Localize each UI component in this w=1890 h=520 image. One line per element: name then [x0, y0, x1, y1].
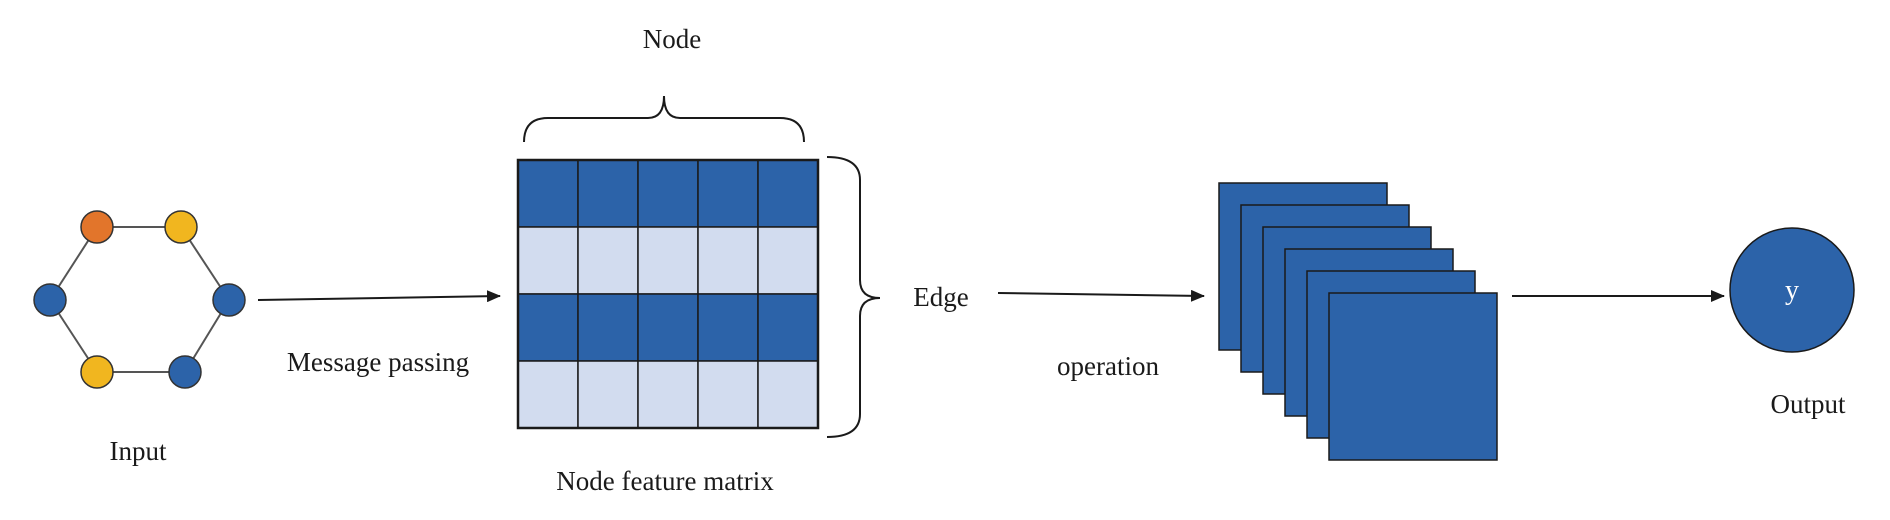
matrix-cell-dark	[637, 293, 699, 362]
matrix-cell-light	[637, 360, 699, 429]
graph-node-blue	[168, 355, 202, 389]
graph-nodes	[33, 210, 246, 389]
output-symbol: y	[1785, 275, 1799, 306]
matrix-cell-dark	[517, 159, 579, 228]
matrix-cell-light	[757, 360, 819, 429]
graph-node-yellow	[80, 355, 114, 389]
output-circle	[1729, 227, 1855, 353]
matrix-cell-dark	[757, 159, 819, 228]
matrix-cell-light	[697, 360, 759, 429]
matrix-cell-dark	[697, 293, 759, 362]
node-brace-group: Node	[523, 24, 805, 143]
node-label: Node	[643, 24, 701, 54]
message-passing-label: Message passing	[287, 347, 469, 377]
matrix-cell-dark	[637, 159, 699, 228]
matrix-cell-dark	[577, 293, 639, 362]
graph-edges	[49, 226, 230, 373]
node-brace	[523, 95, 805, 143]
feature-map-square	[1328, 292, 1498, 461]
operation-arrow: operation	[997, 289, 1205, 381]
graph-node-yellow	[164, 210, 198, 244]
matrix-cell-light	[577, 226, 639, 295]
matrix-cell-light	[517, 360, 579, 429]
edge-brace	[826, 156, 881, 438]
node-feature-matrix-label: Node feature matrix	[556, 466, 774, 496]
input-graph: Input	[33, 210, 246, 466]
matrix-cell-dark	[697, 159, 759, 228]
matrix-cell-dark	[577, 159, 639, 228]
matrix-cell-light	[697, 226, 759, 295]
matrix-cell-dark	[517, 293, 579, 362]
matrix-border	[516, 158, 820, 430]
graph-node-blue	[212, 283, 246, 317]
graph-node-blue	[33, 283, 67, 317]
output-node: y Output	[1729, 227, 1855, 419]
input-label: Input	[110, 436, 167, 466]
edge-brace-group: Edge	[826, 156, 969, 438]
output-label: Output	[1770, 389, 1846, 419]
matrix-cell-light	[757, 226, 819, 295]
matrix-cell-dark	[757, 293, 819, 362]
edge-label: Edge	[913, 282, 968, 312]
operation-label: operation	[1057, 351, 1159, 381]
message-passing-arrow: Message passing	[257, 290, 501, 377]
graph-node-orange	[80, 210, 114, 244]
matrix-cell-light	[517, 226, 579, 295]
matrix-cell-light	[637, 226, 699, 295]
matrix-cell-light	[577, 360, 639, 429]
feature-map-stack	[1218, 182, 1498, 461]
node-feature-matrix	[516, 158, 820, 430]
operation-arrow-line	[997, 289, 1205, 302]
message-passing-arrow-line	[257, 290, 501, 303]
